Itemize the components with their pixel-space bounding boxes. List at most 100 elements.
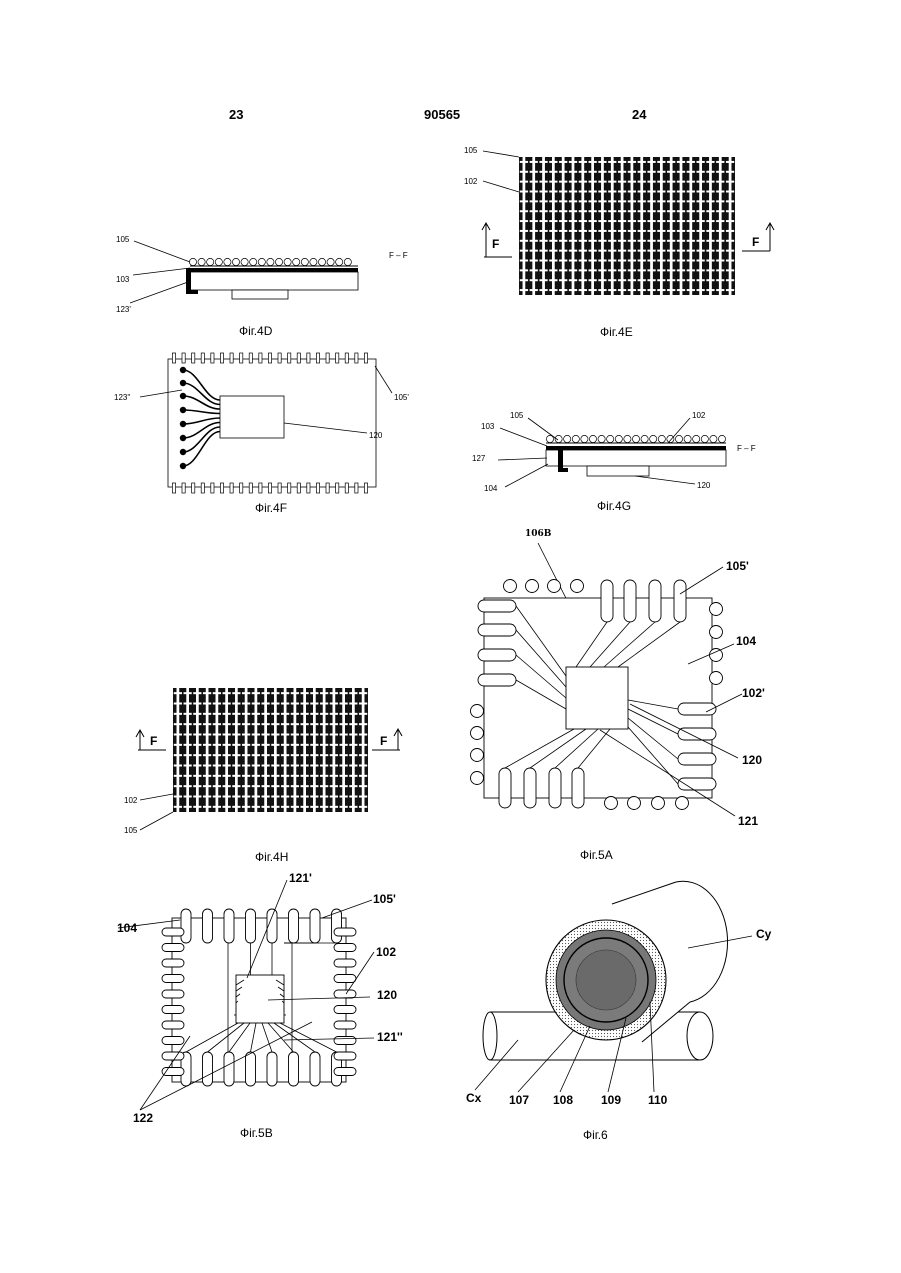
pad-cell xyxy=(706,181,714,183)
pad-cell xyxy=(716,220,724,222)
pad-cell xyxy=(667,289,675,291)
pad-cell xyxy=(687,181,695,183)
pad-cell xyxy=(598,269,606,271)
pad-cell xyxy=(667,260,675,262)
pad-cell xyxy=(242,713,250,715)
pad-cell xyxy=(320,765,328,767)
pad-cell xyxy=(262,703,270,705)
pad-cell xyxy=(569,250,577,252)
pad-cell xyxy=(291,692,299,694)
pad-cell xyxy=(638,240,646,242)
pad-cell xyxy=(638,191,646,193)
pad-cell xyxy=(223,723,231,725)
pad-cell xyxy=(310,703,318,705)
pad-cell xyxy=(539,269,547,271)
lead xyxy=(478,649,516,661)
pad-cell xyxy=(677,171,685,173)
pad-cell xyxy=(184,744,192,746)
pad-cell xyxy=(281,703,289,705)
pad-cell xyxy=(677,230,685,232)
pad-cell xyxy=(628,250,636,252)
pad-cell xyxy=(193,723,201,725)
pad-cell xyxy=(657,269,665,271)
pad-cell xyxy=(677,191,685,193)
pad-cell xyxy=(310,734,318,736)
pad-cell xyxy=(530,260,538,262)
pad-cell xyxy=(716,269,724,271)
pad-cell xyxy=(706,279,714,281)
pad-cell xyxy=(349,765,357,767)
pad-cell xyxy=(628,200,636,202)
pad-cell xyxy=(657,250,665,252)
pad-cell xyxy=(618,269,626,271)
lead xyxy=(162,1052,184,1060)
lead xyxy=(334,959,356,967)
pad-cell xyxy=(618,250,626,252)
pad-cell xyxy=(520,269,528,271)
lead xyxy=(334,1052,356,1060)
pad-cell xyxy=(193,765,201,767)
pad-cell xyxy=(638,289,646,291)
pad-cell xyxy=(349,713,357,715)
edge-pin xyxy=(201,483,204,493)
pad-cell xyxy=(252,806,260,808)
pad-cell xyxy=(647,191,655,193)
pad-cell xyxy=(598,260,606,262)
pad-cell xyxy=(539,289,547,291)
pad-cell xyxy=(242,723,250,725)
pad-cell xyxy=(638,210,646,212)
pad-cell xyxy=(618,181,626,183)
pad-cell xyxy=(726,200,734,202)
pad-cell xyxy=(193,692,201,694)
pad-cell xyxy=(281,744,289,746)
pad-cell xyxy=(706,171,714,173)
pad-cell xyxy=(647,220,655,222)
pad-cell xyxy=(252,796,260,798)
edge-pin xyxy=(316,353,319,363)
pad-cell xyxy=(687,191,695,193)
solder-bump xyxy=(336,258,343,265)
pad-cell xyxy=(706,191,714,193)
pad-cell xyxy=(340,806,348,808)
pad-cell xyxy=(330,723,338,725)
pad-cell xyxy=(193,734,201,736)
fig5b-label-121-double-prime: 121'' xyxy=(377,1030,403,1044)
fig4g-label-102: 102 xyxy=(692,411,706,420)
lead xyxy=(289,1052,299,1086)
pad-cell xyxy=(310,785,318,787)
edge-pin xyxy=(268,483,271,493)
pad-cell xyxy=(618,230,626,232)
pad-cell xyxy=(687,210,695,212)
pad-cell xyxy=(530,191,538,193)
ball xyxy=(628,797,641,810)
edge-pin xyxy=(240,483,243,493)
pad-cell xyxy=(726,210,734,212)
pad-cell xyxy=(349,692,357,694)
pad-cell xyxy=(628,171,636,173)
solder-bump xyxy=(344,258,351,265)
pad-cell xyxy=(687,289,695,291)
pad-cell xyxy=(193,744,201,746)
pad-cell xyxy=(559,161,567,163)
pad-cell xyxy=(628,289,636,291)
lead xyxy=(334,975,356,983)
pad-cell xyxy=(330,765,338,767)
pad-cell xyxy=(520,200,528,202)
pad-cell xyxy=(520,240,528,242)
lead xyxy=(478,674,516,686)
edge-pin xyxy=(220,483,223,493)
pad-cell xyxy=(252,734,260,736)
edge-pin xyxy=(192,353,195,363)
fig4e-arrow-left: F xyxy=(492,237,499,251)
figure-4f: 123'' 105' 120 Фіг.4F xyxy=(114,353,409,515)
pad-cell xyxy=(271,692,279,694)
fig4f-label-123: 123'' xyxy=(114,393,131,402)
pad-cell xyxy=(330,775,338,777)
lead xyxy=(289,909,299,943)
ball xyxy=(710,672,723,685)
fig4f-label-105: 105' xyxy=(394,393,409,402)
pad-cell xyxy=(608,260,616,262)
lead xyxy=(224,1052,234,1086)
pad-cell xyxy=(223,713,231,715)
pad-cell xyxy=(559,250,567,252)
